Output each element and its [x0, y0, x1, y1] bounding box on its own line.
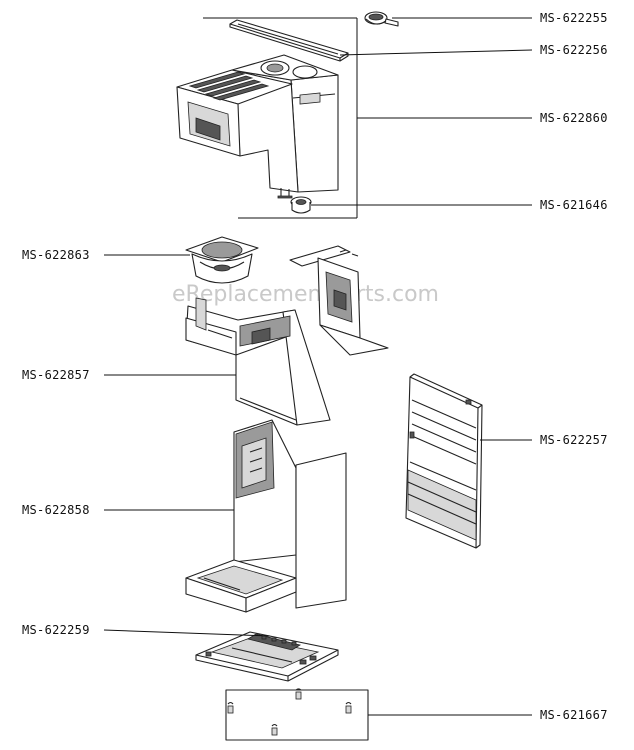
part-label-ms-622255: MS-622255	[540, 11, 608, 25]
part-label-ms-622256: MS-622256	[540, 43, 608, 57]
leader-lines	[103, 17, 533, 716]
part-label-ms-622259: MS-622259	[22, 623, 90, 637]
measuring-spoon-part[interactable]	[364, 11, 399, 27]
part-label-ms-622257: MS-622257	[540, 433, 608, 447]
part-labels: MS-622255 MS-622256 MS-622860 MS-621646 …	[22, 11, 608, 722]
back-panel-part[interactable]	[405, 373, 483, 549]
side-bracket-part[interactable]	[289, 245, 389, 356]
lower-body-part[interactable]	[185, 419, 347, 613]
part-label-ms-621667: MS-621667	[540, 708, 608, 722]
valve-part[interactable]	[290, 196, 312, 214]
part-label-ms-621646: MS-621646	[540, 198, 608, 212]
part-label-ms-622860: MS-622860	[540, 111, 608, 125]
filter-holder-part[interactable]	[185, 236, 259, 284]
part-label-ms-622858: MS-622858	[22, 503, 90, 517]
upper-housing-part[interactable]	[185, 297, 331, 426]
water-tank-part[interactable]	[176, 54, 339, 199]
part-label-ms-622857: MS-622857	[22, 368, 90, 382]
water-tank-lid-part[interactable]	[229, 19, 349, 62]
part-label-ms-622863: MS-622863	[22, 248, 90, 262]
base-plate-part[interactable]	[195, 631, 339, 682]
label-sheet-part[interactable]	[225, 688, 369, 741]
watermark-text: eReplacementParts.com	[172, 282, 439, 307]
